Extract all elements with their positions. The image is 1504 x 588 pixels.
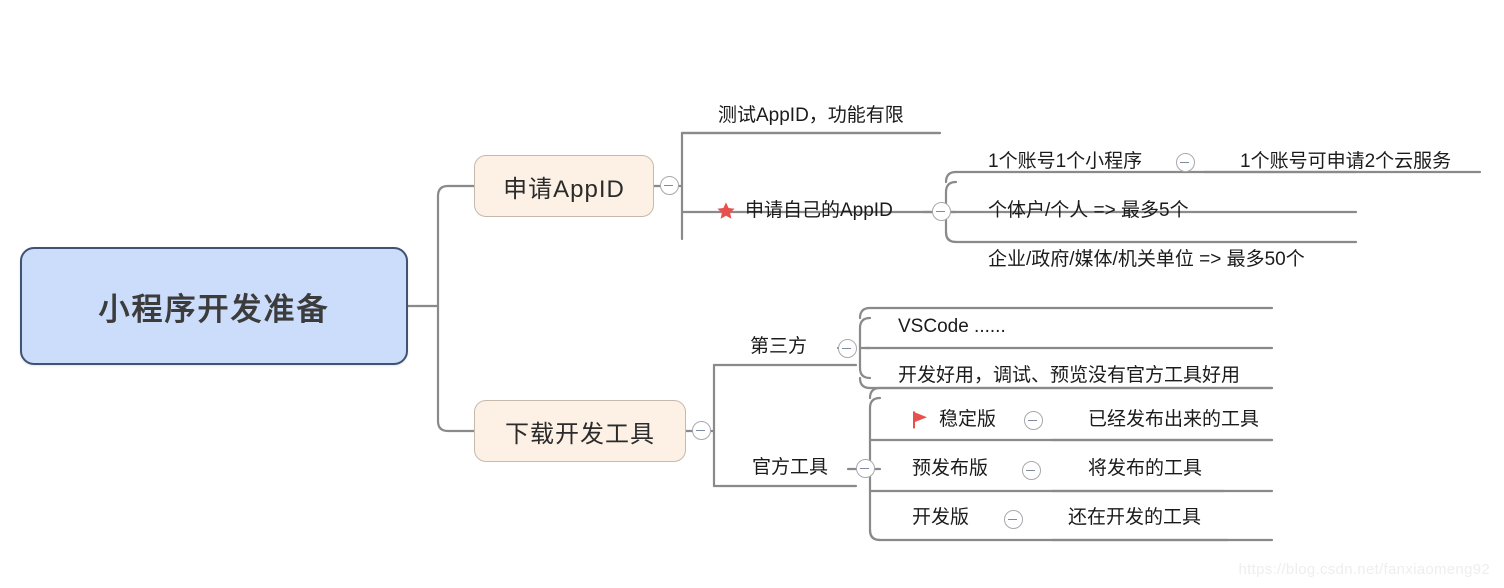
leaf-enterprise-limit-label: 企业/政府/媒体/机关单位 => 最多50个 [988, 249, 1305, 270]
collapse-toggle-dev[interactable] [1004, 510, 1023, 529]
leaf-dev-desc[interactable]: 还在开发的工具 [1064, 504, 1205, 534]
collapse-toggle-tools[interactable] [692, 421, 711, 440]
root-node[interactable]: 小程序开发准备 [20, 247, 408, 365]
leaf-vscode-label: VSCode ...... [898, 316, 1006, 337]
leaf-dev-label: 开发版 [912, 507, 970, 528]
leaf-enterprise-limit[interactable]: 企业/政府/媒体/机关单位 => 最多50个 [984, 246, 1309, 276]
collapse-toggle-one-account-one-app[interactable] [1176, 153, 1195, 172]
red-star-icon [716, 201, 736, 221]
leaf-official-tools-label: 官方工具 [752, 457, 829, 478]
collapse-toggle-appid[interactable] [660, 176, 679, 195]
leaf-vscode[interactable]: VSCode ...... [894, 313, 1010, 343]
leaf-test-appid[interactable]: 测试AppID，功能有限 [714, 102, 908, 132]
leaf-official-tools[interactable]: 官方工具 [748, 454, 832, 484]
leaf-cloud-service[interactable]: 1个账号可申请2个云服务 [1236, 148, 1455, 178]
collapse-toggle-third-party[interactable] [838, 339, 857, 358]
leaf-stable-desc-label: 已经发布出来的工具 [1088, 409, 1260, 430]
leaf-prerelease[interactable]: 预发布版 [908, 455, 992, 485]
leaf-own-appid[interactable]: 申请自己的AppID [712, 197, 897, 227]
collapse-toggle-official-tools[interactable] [856, 459, 875, 478]
leaf-prerelease-desc-label: 将发布的工具 [1088, 458, 1203, 479]
leaf-third-party-label: 第三方 [750, 336, 808, 357]
leaf-cloud-service-label: 1个账号可申请2个云服务 [1240, 151, 1452, 172]
leaf-stable-desc[interactable]: 已经发布出来的工具 [1084, 406, 1263, 436]
leaf-dev[interactable]: 开发版 [908, 504, 973, 534]
leaf-dev-desc-label: 还在开发的工具 [1068, 507, 1202, 528]
root-node-label: 小程序开发准备 [98, 291, 330, 327]
leaf-own-appid-label: 申请自己的AppID [745, 200, 893, 221]
leaf-vscode-note-label: 开发好用，调试、预览没有官方工具好用 [898, 365, 1241, 386]
red-flag-icon [912, 410, 930, 430]
leaf-individual-limit[interactable]: 个体户/个人 => 最多5个 [984, 197, 1193, 227]
leaf-third-party[interactable]: 第三方 [746, 333, 811, 363]
branch-node-appid[interactable]: 申请AppID [474, 155, 654, 217]
leaf-vscode-note[interactable]: 开发好用，调试、预览没有官方工具好用 [894, 362, 1244, 392]
branch-node-tools-label: 下载开发工具 [505, 420, 655, 448]
leaf-individual-limit-label: 个体户/个人 => 最多5个 [988, 200, 1189, 221]
leaf-test-appid-label: 测试AppID，功能有限 [718, 105, 904, 126]
branch-node-tools[interactable]: 下载开发工具 [474, 400, 686, 462]
collapse-toggle-stable[interactable] [1024, 411, 1043, 430]
collapse-toggle-own-appid[interactable] [932, 202, 951, 221]
watermark: https://blog.csdn.net/fanxiaomeng92 [1238, 561, 1490, 578]
collapse-toggle-prerelease[interactable] [1022, 461, 1041, 480]
branch-node-appid-label: 申请AppID [503, 175, 625, 203]
leaf-one-account-one-app-label: 1个账号1个小程序 [988, 151, 1143, 172]
leaf-stable[interactable]: 稳定版 [908, 406, 1000, 436]
leaf-prerelease-desc[interactable]: 将发布的工具 [1084, 455, 1206, 485]
leaf-one-account-one-app[interactable]: 1个账号1个小程序 [984, 148, 1146, 178]
leaf-stable-label: 稳定版 [939, 409, 997, 430]
leaf-prerelease-label: 预发布版 [912, 458, 989, 479]
